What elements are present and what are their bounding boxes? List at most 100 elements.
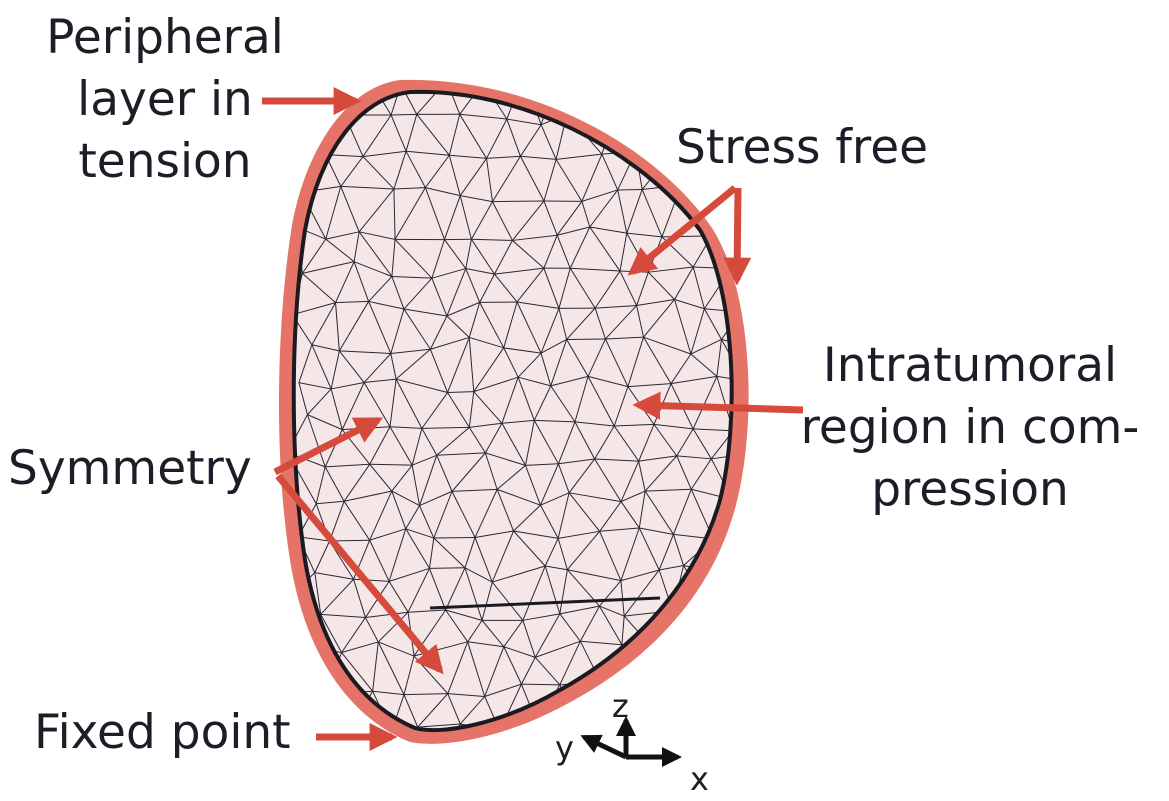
mesh-edge	[777, 189, 806, 239]
mesh-edge	[762, 728, 783, 759]
mesh-edge	[638, 649, 653, 691]
y-axis-label: y	[555, 732, 574, 764]
mesh-edge	[696, 110, 724, 115]
mesh-edge	[512, 756, 556, 762]
fixed-point-label: Fixed point	[34, 702, 291, 764]
mesh-edge	[726, 529, 751, 575]
mesh-edge	[738, 656, 761, 683]
mesh-edge	[746, 194, 769, 224]
peripheral-line-3: tension	[30, 131, 300, 193]
mesh-edge	[324, 75, 370, 81]
mesh-edge	[650, 110, 697, 112]
intratumoral-line-1: Intratumoral	[790, 335, 1150, 397]
x-axis-label: x	[690, 763, 709, 795]
mesh-edge	[678, 86, 697, 110]
mesh-edge	[567, 72, 598, 114]
mesh-edge	[391, 114, 417, 115]
mesh-edge	[638, 691, 647, 722]
mesh-edge	[738, 683, 762, 728]
mesh-edge	[704, 727, 735, 760]
mesh-edge	[636, 112, 650, 151]
mesh-edge	[434, 537, 475, 538]
mesh-edge	[746, 571, 759, 605]
mesh-edge	[429, 568, 465, 569]
mesh-edge	[709, 605, 746, 610]
mesh-edge	[776, 604, 808, 646]
mesh-edge	[500, 731, 512, 756]
mesh-edge	[792, 536, 803, 569]
mesh-edge	[709, 610, 732, 655]
mesh-edge	[324, 75, 344, 115]
stress-free-label: Stress free	[676, 117, 928, 179]
peripheral-line-2: layer in	[30, 69, 300, 131]
mesh-edge	[537, 724, 555, 762]
mesh-edge	[760, 267, 781, 304]
mesh-edge	[630, 763, 663, 770]
mesh-edge	[726, 571, 758, 575]
mesh-edge	[291, 732, 310, 758]
mesh-edge	[701, 80, 724, 115]
mesh-edge	[575, 721, 617, 730]
mesh-edge	[726, 575, 745, 605]
mesh-edge	[713, 694, 735, 727]
mesh-edge	[635, 79, 649, 112]
mesh-edge	[760, 349, 775, 375]
y-axis	[584, 737, 626, 757]
mesh-edge	[732, 655, 761, 657]
mesh-edge	[411, 761, 440, 766]
mesh-edge	[741, 267, 760, 312]
mesh-edge	[587, 763, 631, 766]
intratumoral-line-2: region in com-	[790, 397, 1150, 459]
mesh-edge	[614, 79, 635, 118]
mesh-edge	[764, 375, 775, 422]
mesh-edge	[760, 647, 808, 657]
mesh-edge	[524, 75, 554, 83]
mesh-edge	[777, 240, 812, 279]
mesh-edge	[735, 727, 762, 728]
mesh-edge	[681, 644, 732, 654]
mesh-edge	[636, 152, 672, 154]
mesh-edge	[779, 647, 809, 680]
mesh-edge	[751, 529, 758, 571]
mesh-edge	[759, 569, 803, 571]
mesh-edge	[780, 279, 812, 303]
mesh-edge	[554, 72, 598, 84]
mesh-edge	[492, 201, 543, 202]
mesh-edge	[701, 80, 753, 83]
mesh-edge	[744, 454, 785, 455]
mesh-edge	[760, 267, 812, 279]
mesh-edge	[787, 81, 804, 112]
mesh-edge	[760, 656, 778, 679]
mesh-edge	[769, 194, 777, 240]
mesh-edge	[676, 687, 691, 727]
mesh-edge	[769, 189, 806, 194]
mesh-edge	[349, 732, 391, 733]
mesh-edge	[575, 721, 587, 766]
mesh-edge	[759, 571, 777, 605]
mesh-edge	[751, 529, 791, 536]
mesh-edge	[746, 224, 777, 240]
mesh-edge	[310, 695, 323, 732]
mesh-edge	[760, 240, 777, 267]
mesh-edge	[744, 454, 769, 491]
mesh-edge	[478, 756, 512, 757]
mesh-edge	[739, 728, 762, 759]
intratumoral-label: Intratumoral region in com- pression	[790, 335, 1150, 521]
mesh-edge	[654, 649, 676, 688]
mesh-edge	[691, 694, 713, 727]
mesh-edge	[647, 722, 691, 727]
mesh-edge	[598, 72, 636, 79]
mesh-edge	[738, 679, 779, 683]
mesh-edge	[713, 683, 737, 694]
mesh-edge	[440, 757, 478, 761]
mesh-edge	[762, 728, 805, 729]
mesh-edge	[647, 687, 675, 721]
symmetry-label: Symmetry	[8, 438, 252, 500]
mesh-edge	[783, 728, 804, 758]
mesh-edge	[754, 81, 787, 83]
mesh-edge	[614, 112, 649, 118]
mesh-edge	[759, 536, 792, 571]
mesh-edge	[289, 684, 310, 731]
mesh-edge	[289, 684, 323, 694]
